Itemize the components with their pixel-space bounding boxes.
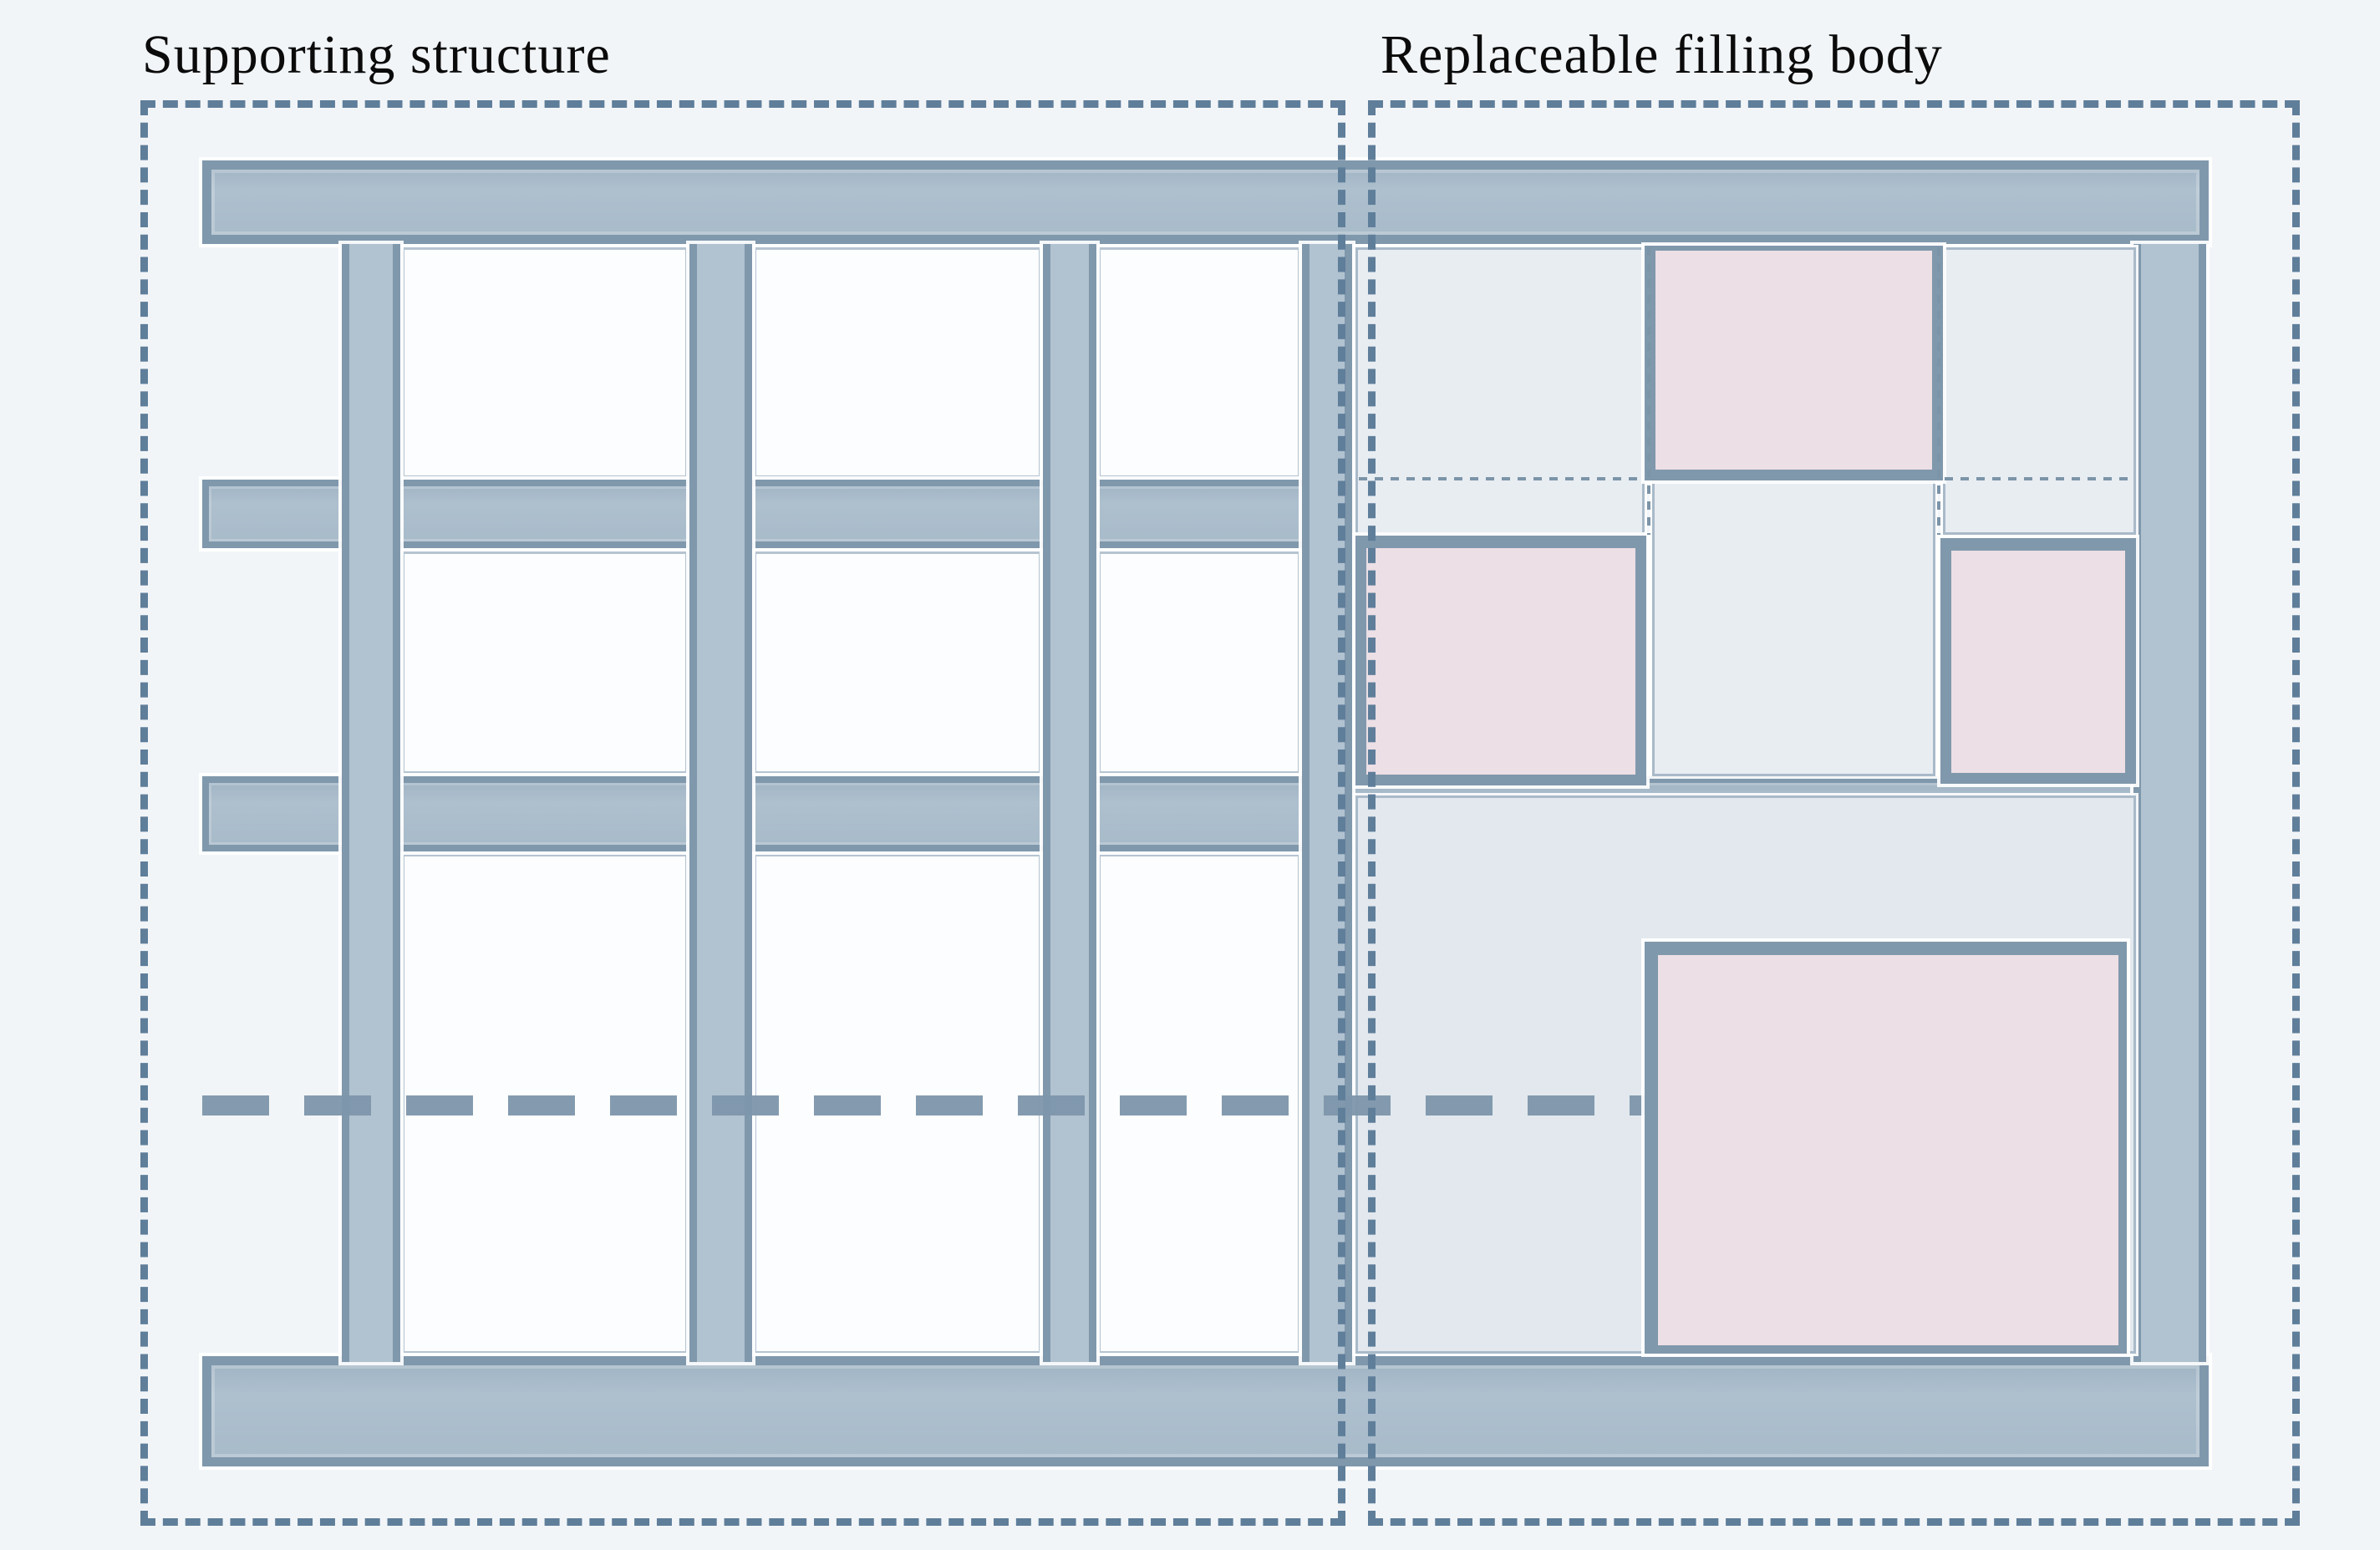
frame-cell: [754, 247, 1041, 478]
replaceable-panel-top-middle: [1645, 246, 1943, 480]
frame-cell: [1098, 551, 1300, 774]
filling-panel-top-right: [1943, 247, 2136, 535]
label-replaceable-filling-body: Replaceable filling body: [1381, 24, 1943, 85]
label-supporting-structure: Supporting structure: [142, 24, 611, 85]
replaceable-panel-middle-left: [1355, 536, 1646, 785]
column-5-right-edge: [2133, 244, 2206, 1362]
replaceable-panel-large-bottom: [1645, 942, 2127, 1354]
frame-cell: [1098, 247, 1300, 478]
column-4-boundary: [1302, 244, 1352, 1362]
bottom-beam: [202, 1356, 2209, 1466]
hidden-beam-edge-dotted-right: [1945, 477, 2133, 480]
column-2: [689, 244, 752, 1362]
column-3: [1043, 244, 1096, 1362]
filling-panel-top-left: [1355, 247, 1645, 535]
hidden-column-edge-dotted-right: [1937, 247, 1940, 535]
frame-cell: [402, 247, 688, 478]
frame-cell: [402, 551, 688, 774]
replaceable-panel-middle-right: [1940, 538, 2136, 784]
hidden-beam-edge-dotted-left: [1359, 477, 1643, 480]
removed-beam-dashed: [202, 1095, 1646, 1115]
filling-panel-middle-center: [1652, 480, 1935, 776]
column-1: [342, 244, 400, 1362]
frame-cell: [754, 551, 1041, 774]
hidden-column-edge-dotted-left: [1647, 247, 1650, 535]
top-beam: [202, 160, 2209, 244]
